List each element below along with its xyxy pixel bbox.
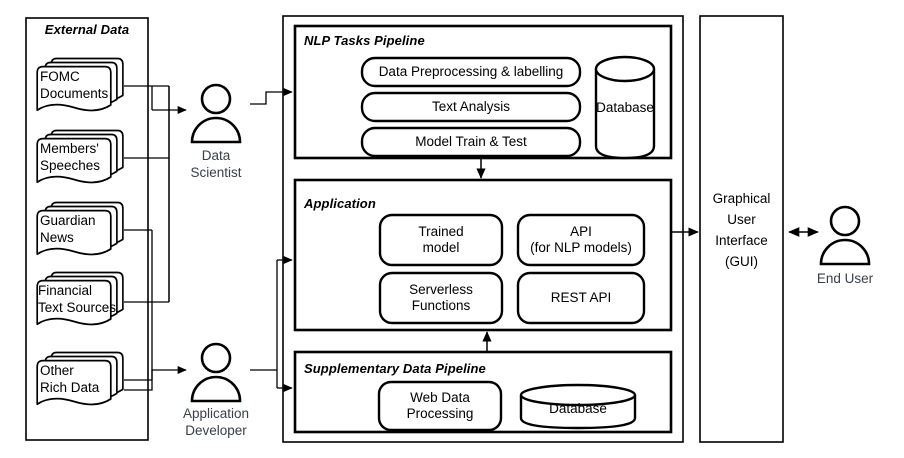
supplementary-database[interactable] — [521, 385, 635, 428]
stage-text-analysis[interactable] — [362, 93, 580, 121]
connector-app-developer-to-system — [250, 255, 293, 393]
source-fomc-documents[interactable] — [34, 56, 126, 118]
actor-label-application-developer: Application Developer — [182, 406, 250, 438]
source-members-speeches[interactable] — [34, 128, 126, 190]
source-other-rich-data[interactable] — [34, 350, 126, 412]
actor-label-data-scientist: Data Scientist — [190, 148, 242, 180]
component-serverless-functions[interactable] — [380, 273, 502, 323]
component-api-for-nlp-models[interactable] — [518, 215, 644, 265]
stage-model-train-test[interactable] — [362, 128, 580, 156]
graphical-user-interface[interactable] — [700, 16, 783, 442]
component-trained-model[interactable] — [380, 215, 502, 265]
component-rest-api[interactable] — [518, 273, 644, 323]
source-guardian-news[interactable] — [34, 200, 126, 262]
stage-data-preprocessing-labelling[interactable] — [362, 58, 580, 86]
actor-label-end-user: End User — [816, 271, 874, 286]
source-financial-text-sources[interactable] — [34, 270, 126, 332]
nlp-pipeline-section-title: NLP Tasks Pipeline — [304, 33, 425, 48]
application-section-title: Application — [304, 196, 376, 211]
actor-application-developer[interactable] — [190, 341, 242, 403]
connector-docs-to-data-scientist — [124, 85, 187, 381]
external-data-section-title: External Data — [44, 22, 130, 37]
nlp-database[interactable] — [596, 57, 654, 158]
actor-end-user[interactable] — [819, 204, 871, 266]
component-web-data-processing[interactable] — [379, 382, 501, 430]
connector-data-scientist-to-nlp-pipeline — [250, 87, 293, 105]
actor-data-scientist[interactable] — [190, 82, 242, 144]
connector-other-rich-data-to-app-developer — [124, 365, 187, 391]
supplementary-pipeline-section-title: Supplementary Data Pipeline — [304, 361, 486, 376]
